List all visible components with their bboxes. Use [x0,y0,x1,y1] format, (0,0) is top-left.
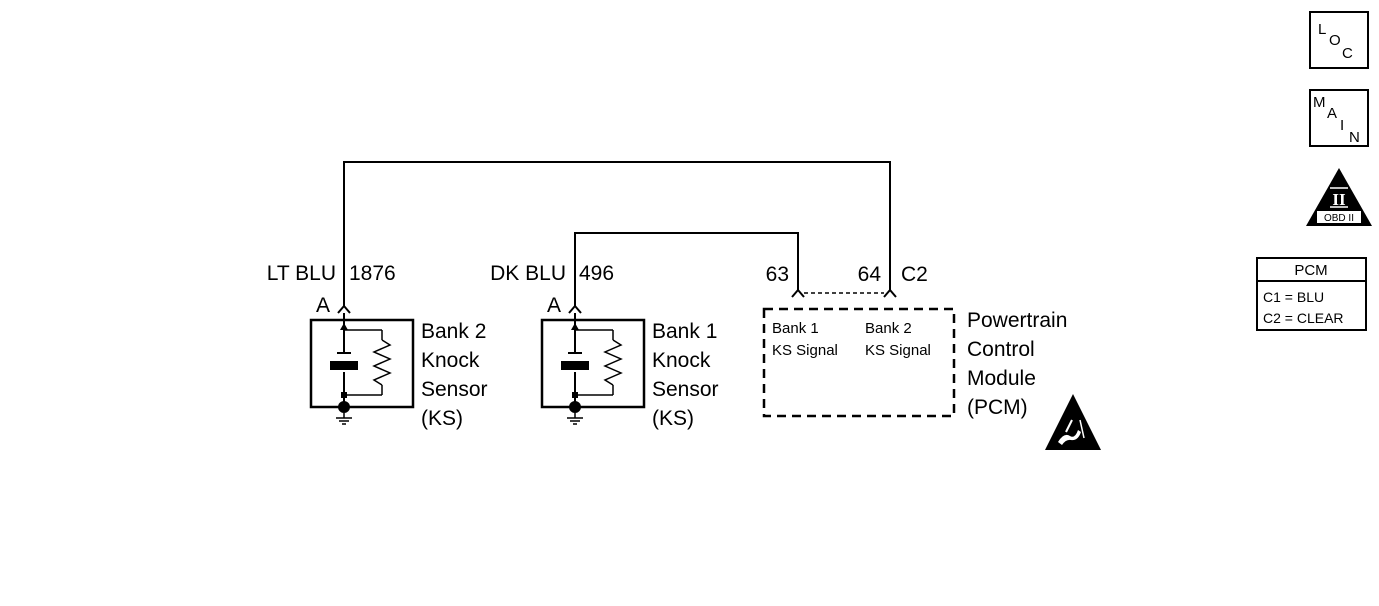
connector-legend: PCM C1 = BLU C2 = CLEAR [1256,257,1367,331]
wire-496 [574,232,799,306]
legend-row-c2: C2 = CLEAR [1263,310,1344,326]
legend-row-c1: C1 = BLU [1263,289,1324,305]
main-letter-a: A [1327,105,1337,122]
loc-letter-l: L [1318,21,1326,38]
pcm-label-line1: Powertrain [967,309,1067,332]
terminal-label-bank1: A [547,294,561,317]
bank1-label-line2: Knock [652,349,711,372]
bank2-label-line3: Sensor [421,378,488,401]
pin-63-chevron [791,288,805,298]
esd-warning-icon [1045,394,1101,450]
terminal-label-bank2: A [316,294,330,317]
pcm-box [762,307,956,418]
pcm-connector-c2: C2 [901,263,928,286]
obd-ii-button[interactable]: II OBD II [1306,168,1372,226]
wire-color-496: DK BLU [490,262,566,285]
obd-text: OBD II [1324,213,1354,224]
main-button[interactable]: M A I N [1309,89,1369,147]
bank2-knock-sensor [309,313,415,425]
legend-title: PCM [1294,262,1327,279]
bank2-label-line1: Bank 2 [421,320,486,343]
pcm-bank1-signal-line2: KS Signal [772,342,838,359]
pcm-label-line3: Module [967,367,1036,390]
pcm-pin-64: 64 [858,263,882,286]
main-letter-i: I [1340,117,1344,134]
terminal-a-bank1 [568,304,582,314]
bank1-knock-sensor [540,313,646,425]
main-letter-n: N [1349,129,1360,146]
bank1-label-line3: Sensor [652,378,719,401]
loc-letter-o: O [1329,32,1341,49]
main-letter-m: M [1313,94,1326,111]
bank1-label-line1: Bank 1 [652,320,717,343]
loc-letter-c: C [1342,45,1353,62]
pcm-pin-63: 63 [766,263,789,286]
wire-color-1876: LT BLU [267,262,336,285]
bank1-label-line4: (KS) [652,407,694,430]
wire-1876 [343,161,891,306]
circuit-1876: 1876 [349,262,396,285]
pcm-label-line4: (PCM) [967,396,1028,419]
obd-symbol: II [1332,190,1346,209]
pcm-bank2-signal-line2: KS Signal [865,342,931,359]
circuit-496: 496 [579,262,614,285]
pcm-bank1-signal-line1: Bank 1 [772,320,819,337]
terminal-a-bank2 [337,304,351,314]
bank2-label-line2: Knock [421,349,480,372]
bank2-label-line4: (KS) [421,407,463,430]
loc-button[interactable]: L O C [1309,11,1369,69]
pcm-label-line2: Control [967,338,1035,361]
pin-64-chevron [883,288,897,298]
pcm-bank2-signal-line1: Bank 2 [865,320,912,337]
